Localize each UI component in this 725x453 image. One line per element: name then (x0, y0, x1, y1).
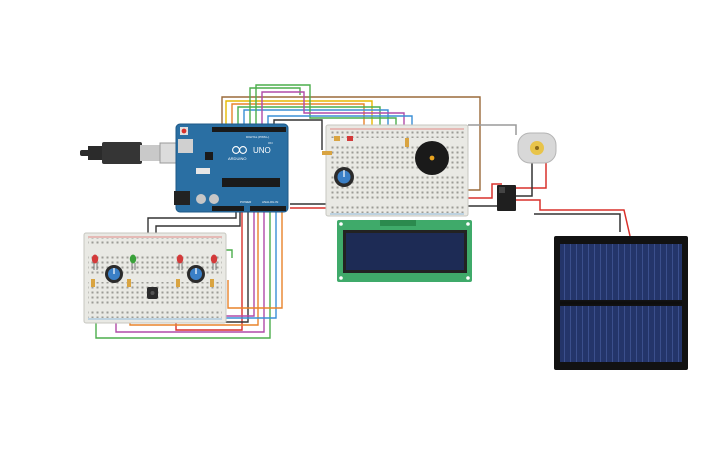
analog-label: ANALOG IN (262, 200, 278, 204)
crystal (196, 168, 210, 174)
board-model: UNO (253, 146, 271, 155)
led-green-1[interactable] (129, 254, 137, 271)
capacitor (209, 194, 219, 204)
relay-module[interactable] (497, 185, 516, 211)
reset-button (181, 128, 187, 134)
solar-panel[interactable] (554, 236, 688, 370)
digital-label: DIGITAL (PWM~) (246, 135, 269, 139)
capacitor (196, 194, 206, 204)
potentiometer-left-1[interactable] (105, 265, 123, 283)
on-label: ON (268, 141, 273, 145)
usb-cable[interactable] (80, 142, 189, 164)
infinity-logo-icon (232, 146, 247, 154)
board-brand: ARDUINO (228, 156, 246, 161)
wire-bundle-top[interactable] (221, 84, 481, 215)
resistors-top[interactable] (322, 136, 409, 155)
atmega-chip (222, 178, 280, 187)
led-red-1[interactable] (91, 254, 99, 271)
led-red-2[interactable] (176, 254, 184, 271)
potentiometer-left-2[interactable] (187, 265, 205, 283)
digital-header (212, 127, 286, 132)
breadboard-left[interactable] (83, 232, 227, 324)
wire-power-right[interactable] (468, 124, 631, 237)
analog-header (250, 206, 286, 211)
buzzer[interactable] (415, 141, 449, 175)
power-label: POWER (240, 200, 252, 204)
power-jack (174, 191, 190, 205)
power-header (212, 206, 244, 211)
resistors-left[interactable] (91, 279, 214, 287)
lcd-display[interactable] (337, 220, 472, 282)
usb-port (178, 139, 193, 153)
dc-motor[interactable] (517, 132, 557, 164)
arduino-uno-board[interactable]: UNO ARDUINO DIGITAL (PWM~) POWER ANALOG … (174, 123, 289, 213)
potentiometer-top[interactable] (334, 167, 354, 187)
led-red-3[interactable] (210, 254, 218, 271)
sensor-black[interactable] (147, 287, 158, 299)
